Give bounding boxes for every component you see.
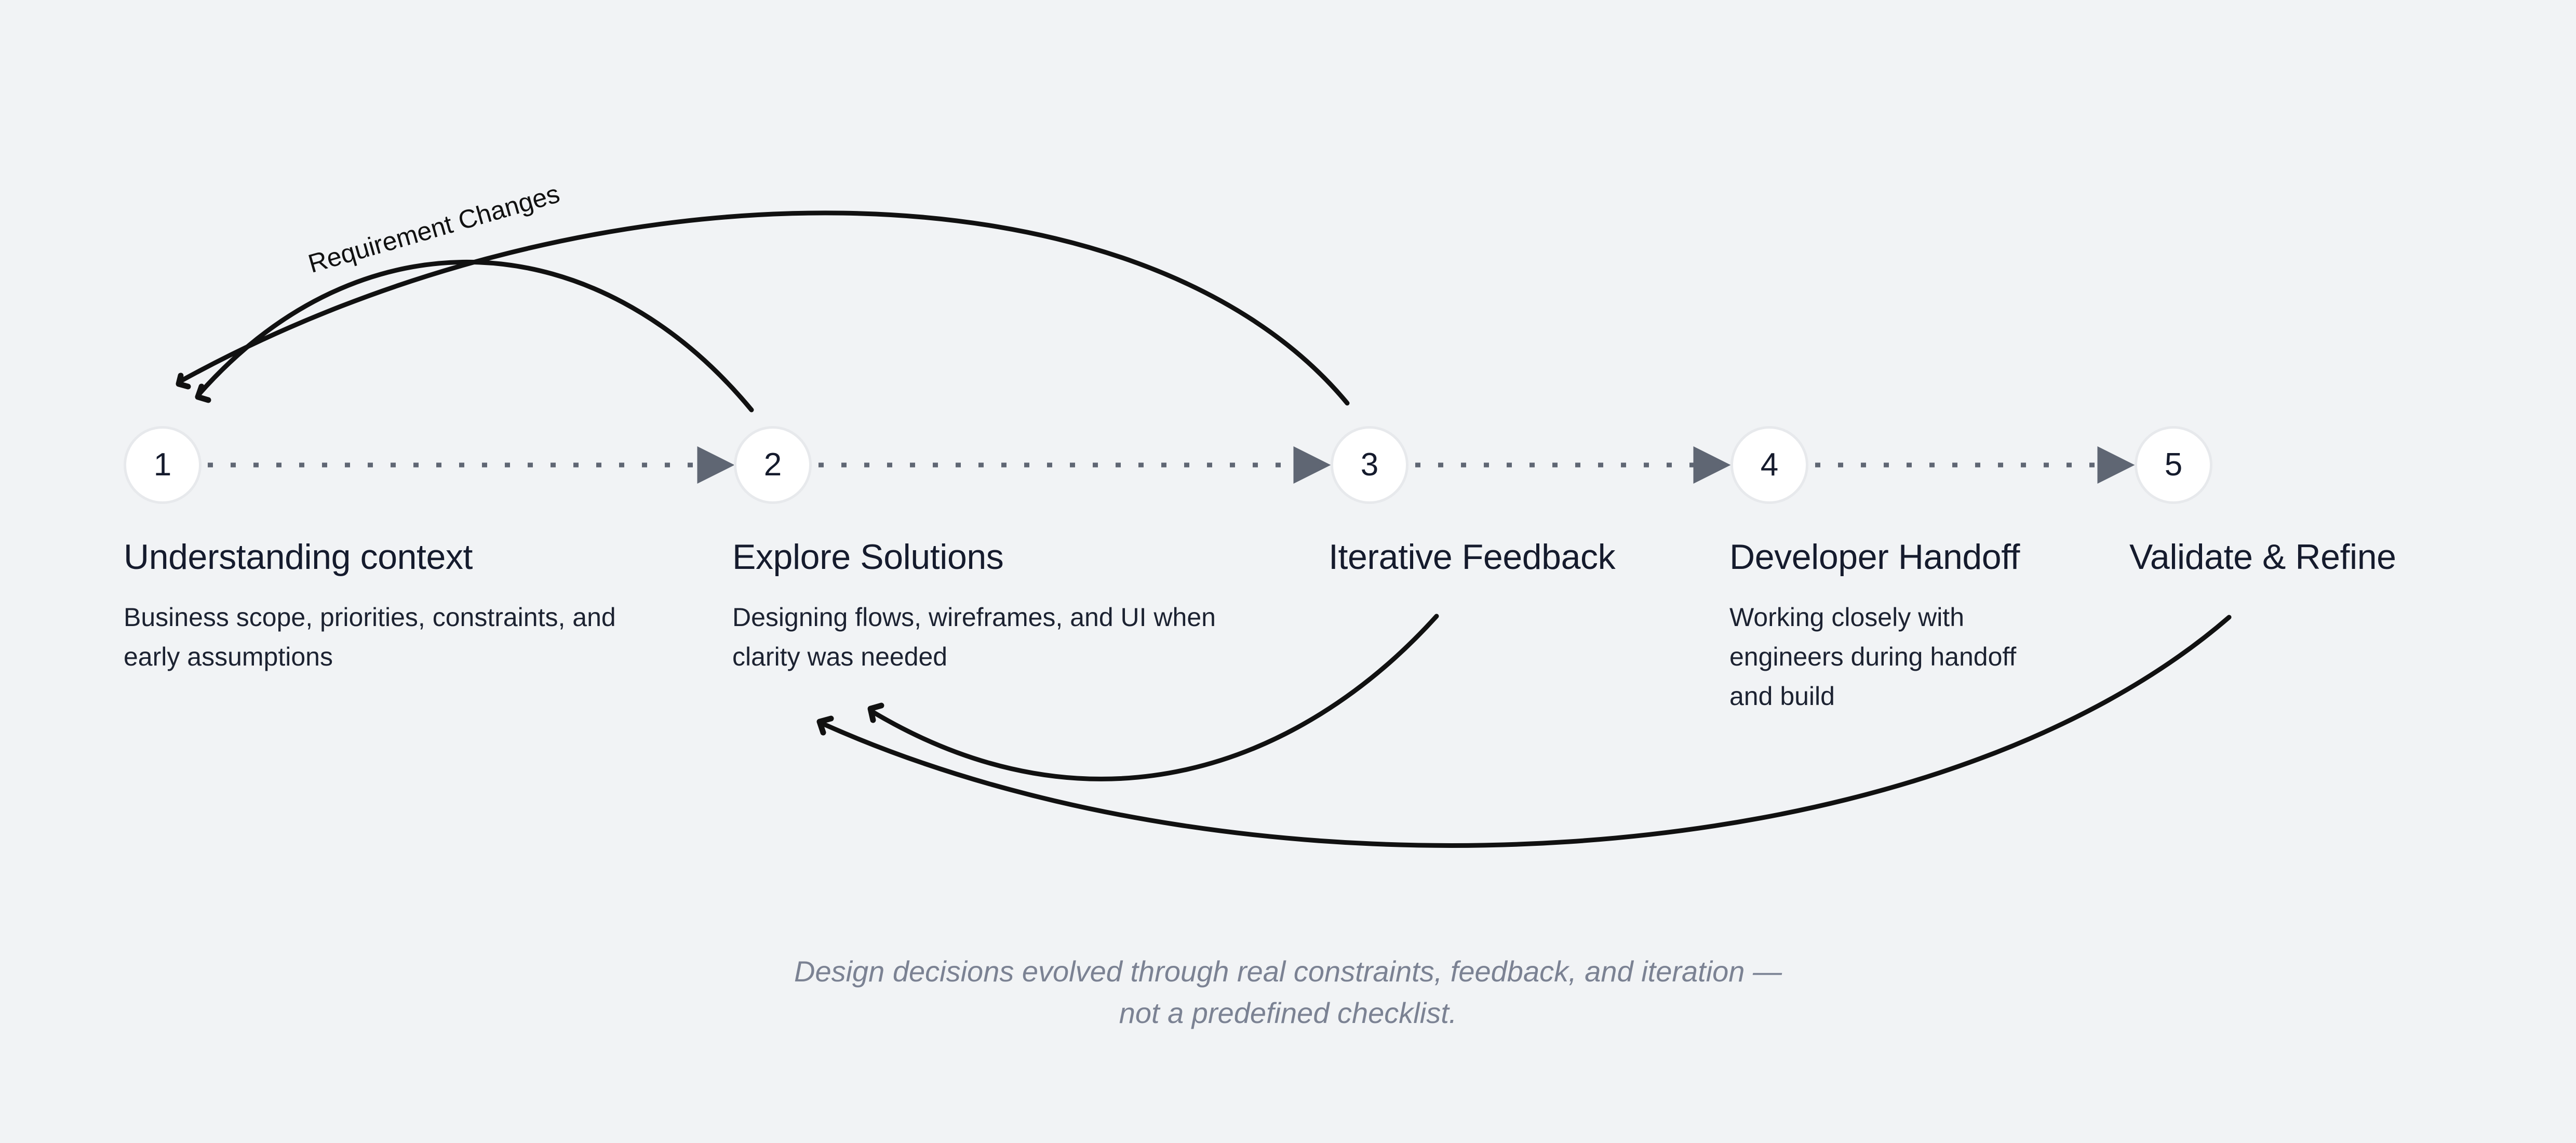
arrowhead-to-step1-b — [195, 383, 211, 403]
step-title-3: Iterative Feedback — [1329, 537, 1616, 577]
step-node-2[interactable]: 2 — [734, 426, 812, 504]
step-text-3: Iterative Feedback — [1329, 538, 1796, 577]
step-desc-4: Working closely with engineers during ha… — [1729, 602, 2017, 711]
step-text-2: Explore Solutions Designing flows, wiref… — [732, 538, 1304, 676]
step-title-2: Explore Solutions — [732, 537, 1004, 577]
arrowhead-to-step2-b — [816, 715, 834, 736]
step-title-5: Validate & Refine — [2129, 537, 2396, 577]
caption-line-1: Design decisions evolved through real co… — [794, 955, 1782, 988]
step-title-4: Developer Handoff — [1729, 537, 2020, 577]
step-number-3: 3 — [1360, 447, 1379, 483]
step-number-4: 4 — [1760, 447, 1779, 483]
step-number-5: 5 — [2164, 447, 2183, 483]
step-title-1: Understanding context — [124, 537, 473, 577]
step-number-2: 2 — [763, 447, 782, 483]
step-text-5: Validate & Refine — [2129, 538, 2493, 577]
feedback-curve-step2-to-step1 — [195, 259, 754, 413]
step-node-4[interactable]: 4 — [1730, 426, 1808, 504]
arrowhead-to-step2-a — [867, 702, 884, 723]
step-node-5[interactable]: 5 — [2135, 426, 2212, 504]
arrowhead-to-step1-a — [176, 373, 191, 390]
step-number-1: 1 — [153, 447, 172, 483]
step-node-1[interactable]: 1 — [124, 426, 202, 504]
diagram-caption: Design decisions evolved through real co… — [0, 951, 2576, 1033]
step-desc-2: Designing flows, wireframes, and UI when… — [732, 602, 1216, 671]
feedback-curve-short-path — [196, 259, 754, 413]
caption-line-2: not a predefined checklist. — [1119, 996, 1457, 1029]
step-node-3[interactable]: 3 — [1331, 426, 1408, 504]
step-text-4: Developer Handoff Working closely with e… — [1729, 538, 2093, 716]
step-text-1: Understanding context Business scope, pr… — [124, 538, 669, 676]
requirement-changes-label: Requirement Changes — [305, 179, 563, 278]
step-desc-1: Business scope, priorities, constraints,… — [124, 602, 616, 671]
